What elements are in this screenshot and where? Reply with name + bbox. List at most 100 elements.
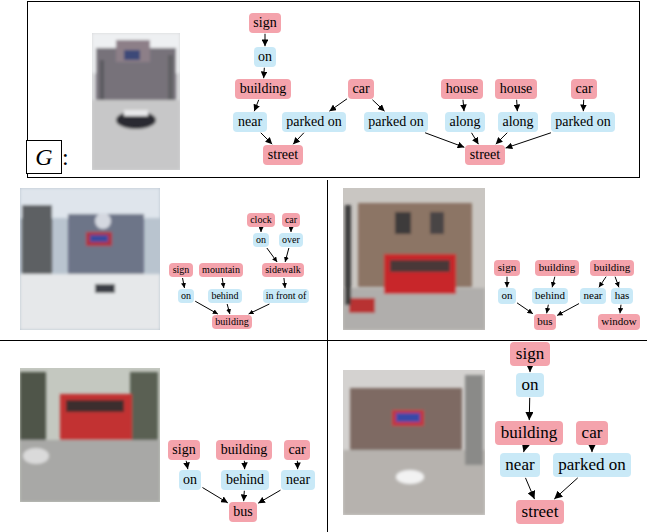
relation-arrow: [284, 278, 285, 288]
image-part: [22, 205, 52, 280]
relation-box: over: [279, 233, 303, 247]
image-part: [390, 260, 450, 272]
relation-arrow: [517, 303, 533, 314]
node-text: building: [240, 81, 287, 98]
object-box: building: [216, 440, 272, 460]
relation-arrow: [529, 398, 530, 420]
image-part: [95, 213, 111, 229]
image-part: [20, 274, 160, 330]
relation-arrow: [463, 100, 464, 111]
image-part: [92, 33, 180, 170]
image-part: [68, 214, 144, 276]
relation-arrow: [261, 133, 272, 144]
relation-arrow: [285, 248, 289, 262]
node-text: along: [449, 114, 480, 131]
node-text: near: [238, 114, 262, 131]
image-part: [343, 288, 485, 330]
node-text: building: [539, 261, 576, 274]
relation-arrow: [249, 304, 270, 314]
node-text: bus: [233, 504, 252, 521]
node-text: building: [221, 442, 268, 459]
node-text: building: [594, 261, 631, 274]
node-text: G: [35, 143, 52, 172]
relation-box: along: [445, 112, 485, 132]
relation-arrow: [202, 488, 227, 503]
relation-box: near: [281, 470, 314, 490]
relation-arrow: [372, 100, 384, 111]
relation-arrow: [243, 491, 245, 501]
object-box: car: [284, 440, 310, 460]
image-part: [345, 205, 351, 305]
image-part: [95, 284, 115, 293]
node-text: street: [268, 147, 298, 164]
relation-arrow: [265, 34, 266, 46]
relation-arrow: [619, 305, 621, 314]
image-part: [130, 372, 158, 442]
object-box: sidewalk: [262, 263, 304, 277]
image-part: [90, 235, 108, 242]
node-text: behind: [226, 472, 264, 489]
relation-arrow: [524, 446, 526, 452]
object-box: clock: [247, 213, 275, 227]
node-text: on: [258, 49, 272, 66]
object-box: building: [212, 315, 252, 329]
image-part: [20, 368, 160, 502]
relation-arrow: [261, 228, 262, 232]
relation-box: behind: [221, 470, 268, 490]
relation-box: behind: [532, 288, 569, 303]
image-part: [350, 388, 462, 450]
relation-arrow: [525, 478, 534, 499]
image-part: [343, 450, 485, 515]
node-text: building: [501, 423, 558, 443]
relation-arrow: [267, 248, 277, 262]
image-part: [96, 48, 176, 100]
node-text: parked on: [286, 114, 342, 131]
object-box: building: [590, 260, 634, 275]
relation-box: parked on: [282, 112, 347, 132]
image-part: [20, 188, 160, 330]
object-box: car: [282, 213, 301, 227]
image-part: [343, 188, 485, 330]
relation-arrow: [552, 277, 555, 288]
object-box: sign: [510, 342, 549, 366]
object-box: bus: [534, 314, 556, 329]
node-text: on: [181, 290, 191, 302]
generator-box: G: [26, 140, 61, 175]
object-box: mountain: [199, 263, 243, 277]
object-box: car: [576, 421, 608, 445]
object-box: building: [495, 421, 563, 445]
relation-arrow: [291, 228, 292, 232]
image-part: [23, 448, 49, 464]
image-part: [92, 100, 180, 170]
node-text: house: [500, 81, 533, 98]
relation-arrow: [297, 461, 298, 469]
image-part: [392, 410, 424, 426]
image-part: [20, 372, 46, 447]
relation-arrow: [530, 367, 531, 372]
image-part: [396, 470, 424, 484]
relation-box: on: [253, 233, 269, 247]
node-text: sign: [498, 261, 516, 274]
node-text: house: [446, 81, 479, 98]
relation-arrow: [547, 305, 549, 314]
node-text: street: [522, 502, 559, 522]
relation-box: has: [611, 288, 633, 303]
object-box: building: [235, 79, 291, 99]
relation-arrow: [425, 133, 464, 148]
relation-arrow: [186, 461, 188, 469]
image-part: [465, 375, 483, 465]
image-part: [20, 188, 160, 330]
relation-arrow: [227, 304, 230, 314]
node-text: over: [282, 234, 300, 246]
generated-image: [20, 368, 160, 502]
node-text: sign: [172, 442, 195, 459]
object-box: building: [535, 260, 579, 275]
separator-label: :: [62, 145, 69, 169]
node-text: on: [256, 234, 266, 246]
image-part: [20, 440, 160, 502]
relation-arrow: [222, 278, 224, 288]
relation-arrow: [329, 99, 347, 111]
object-box: car: [348, 79, 374, 99]
relation-arrow: [263, 68, 265, 78]
